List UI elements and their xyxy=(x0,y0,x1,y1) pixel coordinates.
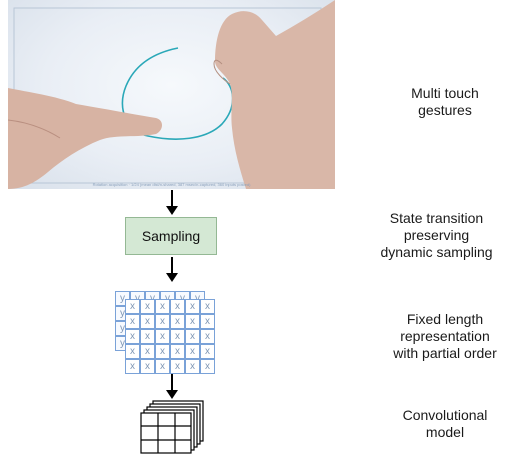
matrix-cell-x: x xyxy=(155,329,170,344)
matrix-cell-x: x xyxy=(200,314,215,329)
caption-representation-line-2: representation xyxy=(400,328,490,344)
photo-caption: Rotation acquisition · 1/24 (mean dist/n… xyxy=(92,182,251,187)
gesture-illustration xyxy=(8,0,335,189)
matrix-cell-x: x xyxy=(185,359,200,374)
conv-model-cube xyxy=(140,400,204,454)
matrix-cell-x: x xyxy=(185,329,200,344)
matrix-cell-x: x xyxy=(125,329,140,344)
caption-representation: Fixed length representation with partial… xyxy=(365,311,525,362)
left-hand-crease xyxy=(8,119,61,139)
left-hand xyxy=(8,88,162,189)
matrix-cell-x: x xyxy=(185,314,200,329)
matrix-cell-x: x xyxy=(170,329,185,344)
caption-multi-touch-line-1: Multi touch xyxy=(411,85,479,101)
caption-representation-line-3: with partial order xyxy=(393,345,497,361)
matrix-cell-x: x xyxy=(155,344,170,359)
matrix-cell-x: x xyxy=(170,299,185,314)
touch-stroke xyxy=(121,47,234,140)
matrix-cell-x: x xyxy=(140,329,155,344)
sampling-box: Sampling xyxy=(125,217,217,255)
caption-sampling: State transition preserving dynamic samp… xyxy=(343,210,530,261)
matrix-cell-x: x xyxy=(125,344,140,359)
matrix-cell-x: x xyxy=(125,359,140,374)
caption-sampling-line-1: State transition xyxy=(389,210,484,226)
matrix-cell-x: x xyxy=(200,359,215,374)
caption-model-line-1: Convolutional xyxy=(402,407,488,423)
matrix-cell-x: x xyxy=(185,344,200,359)
right-finger-tip xyxy=(213,59,231,85)
caption-sampling-line-3: dynamic sampling xyxy=(380,244,493,260)
matrix-cell-x: x xyxy=(170,359,185,374)
matrix-cell-x: x xyxy=(155,299,170,314)
caption-model: Convolutional model xyxy=(370,407,520,441)
matrix-cell-x: x xyxy=(155,314,170,329)
matrix-cell-x: x xyxy=(155,359,170,374)
matrix-cell-x: x xyxy=(140,359,155,374)
caption-model-line-2: model xyxy=(425,424,465,440)
matrix-cell-x: x xyxy=(140,344,155,359)
caption-multi-touch-line-2: gestures xyxy=(418,102,472,118)
matrix-cell-x: x xyxy=(200,329,215,344)
matrix-cell-x: x xyxy=(140,299,155,314)
arrow-down-2 xyxy=(166,257,178,282)
caption-multi-touch: Multi touch gestures xyxy=(375,85,515,119)
right-hand xyxy=(215,0,335,189)
matrix-cell-x: x xyxy=(140,314,155,329)
caption-representation-line-1: Fixed length xyxy=(406,311,484,327)
matrix-cell-x: x xyxy=(170,314,185,329)
matrix-cell-x: x xyxy=(200,299,215,314)
matrix-cell-x: x xyxy=(125,299,140,314)
matrix-cell-x: x xyxy=(125,314,140,329)
gesture-photo: Rotation acquisition · 1/24 (mean dist/n… xyxy=(8,0,335,189)
matrix-cell-x: x xyxy=(185,299,200,314)
matrix-cell-x: x xyxy=(170,344,185,359)
arrow-down-1 xyxy=(166,190,178,215)
caption-sampling-line-2: preserving xyxy=(403,227,470,243)
arrow-down-3 xyxy=(166,374,178,399)
matrix-cell-x: x xyxy=(200,344,215,359)
